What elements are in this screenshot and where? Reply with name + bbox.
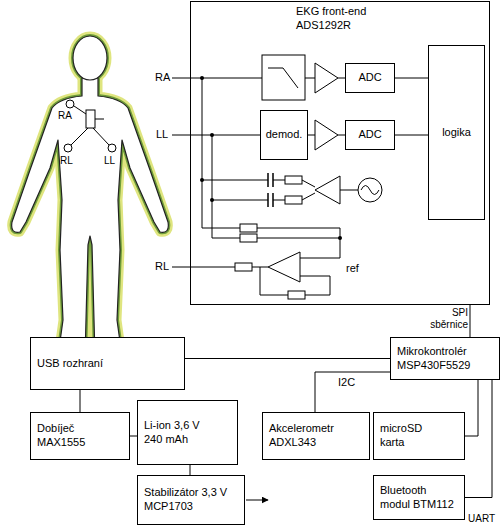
demod-block: demod. bbox=[260, 110, 308, 160]
box-label: Li-ion 3,6 V 240 mAh bbox=[144, 419, 204, 447]
figure-line bbox=[12, 36, 169, 358]
figure-green bbox=[12, 36, 169, 358]
ref-amplifier-symbol bbox=[268, 252, 300, 282]
power-out-arrow bbox=[246, 500, 268, 501]
connector bbox=[130, 436, 137, 437]
lead-wire bbox=[71, 106, 109, 145]
resistor-symbol bbox=[288, 291, 305, 299]
bus-label: I2C bbox=[338, 376, 355, 389]
connector bbox=[465, 380, 478, 436]
box-label: USB rozhraní bbox=[37, 357, 103, 371]
junction-dot bbox=[200, 76, 204, 80]
battery-box: Li-ion 3,6 V 240 mAh bbox=[137, 400, 238, 465]
resistor-symbol bbox=[285, 176, 302, 184]
box-label: ADC bbox=[358, 71, 381, 85]
resistor-symbol bbox=[235, 263, 252, 271]
connector bbox=[80, 390, 81, 412]
input-label: RL bbox=[155, 260, 169, 273]
head-outline bbox=[73, 36, 107, 80]
junction-dot bbox=[338, 236, 342, 240]
ref-label: ref bbox=[346, 262, 359, 275]
input-label: LL bbox=[156, 128, 168, 141]
logic-block: logika bbox=[428, 45, 485, 220]
lead-connector bbox=[86, 110, 95, 128]
junction-dot bbox=[210, 198, 214, 202]
box-label: Akcelerometr ADXL343 bbox=[269, 422, 363, 450]
bluetooth-box: Bluetooth modul BTM112 bbox=[373, 475, 465, 520]
box-label: logika bbox=[442, 126, 471, 140]
input-label: RA bbox=[155, 71, 170, 84]
regulator-box: Stabilizátor 3,3 V MCP1703 bbox=[137, 475, 245, 525]
oscillator-symbol bbox=[358, 178, 382, 202]
resistor-symbol bbox=[285, 196, 302, 204]
box-label: Dobíječ MAX1555 bbox=[37, 422, 123, 450]
amplifier-symbol bbox=[315, 120, 338, 150]
charger-box: Dobíječ MAX1555 bbox=[30, 412, 130, 460]
adc-block: ADC bbox=[345, 120, 395, 150]
electrode bbox=[66, 100, 74, 108]
electrode bbox=[64, 144, 72, 152]
sd-card-box: microSD karta bbox=[373, 412, 465, 460]
junction-dot bbox=[200, 178, 204, 182]
ekg-frontend: EKG front-end ADS1292R ADC demod. ADC logika bbox=[190, 1, 490, 305]
junction-dot bbox=[210, 133, 214, 137]
sine-symbol bbox=[361, 186, 379, 195]
amplifier-symbol bbox=[315, 176, 340, 204]
head-outline bbox=[73, 36, 107, 80]
connector bbox=[395, 135, 428, 136]
body-outline bbox=[12, 78, 169, 358]
box-label: ADC bbox=[358, 128, 381, 142]
bus-label: SPI sběrnice bbox=[414, 307, 468, 331]
body-outline bbox=[12, 78, 169, 358]
electrode-label: RL bbox=[60, 155, 73, 167]
figure-glow bbox=[12, 36, 169, 358]
block-title: EKG front-end ADS1292R bbox=[296, 5, 396, 33]
filter-block bbox=[262, 55, 305, 100]
adc-block: ADC bbox=[345, 63, 395, 93]
box-label: Stabilizátor 3,3 V MCP1703 bbox=[144, 486, 238, 514]
resistor-symbol bbox=[240, 234, 257, 242]
connector bbox=[315, 372, 390, 412]
head-outline bbox=[73, 36, 107, 80]
connector bbox=[395, 78, 428, 79]
connector bbox=[465, 380, 492, 498]
usb-box: USB rozhraní bbox=[30, 337, 185, 390]
amplifier-symbol bbox=[315, 63, 338, 93]
signal-wire bbox=[172, 78, 358, 295]
bus-label: UART bbox=[468, 513, 495, 525]
connector bbox=[190, 465, 191, 475]
body-outline bbox=[12, 78, 169, 358]
resistor-symbol bbox=[240, 224, 257, 232]
mcu-box: Mikrokontrolér MSP430F5529 bbox=[390, 337, 500, 380]
connector bbox=[185, 358, 390, 359]
electrode-label: LL bbox=[104, 155, 115, 167]
lowpass-symbol bbox=[268, 68, 298, 88]
electrode-label: RA bbox=[58, 110, 72, 122]
connector bbox=[470, 305, 471, 337]
box-label: Mikrokontrolér MSP430F5529 bbox=[397, 345, 493, 373]
capacitor-symbol bbox=[268, 173, 273, 207]
box-label: demod. bbox=[266, 128, 303, 142]
box-label: Bluetooth modul BTM112 bbox=[380, 484, 458, 512]
box-label: microSD karta bbox=[380, 422, 430, 450]
accelerometer-box: Akcelerometr ADXL343 bbox=[262, 412, 370, 460]
electrode bbox=[108, 144, 116, 152]
